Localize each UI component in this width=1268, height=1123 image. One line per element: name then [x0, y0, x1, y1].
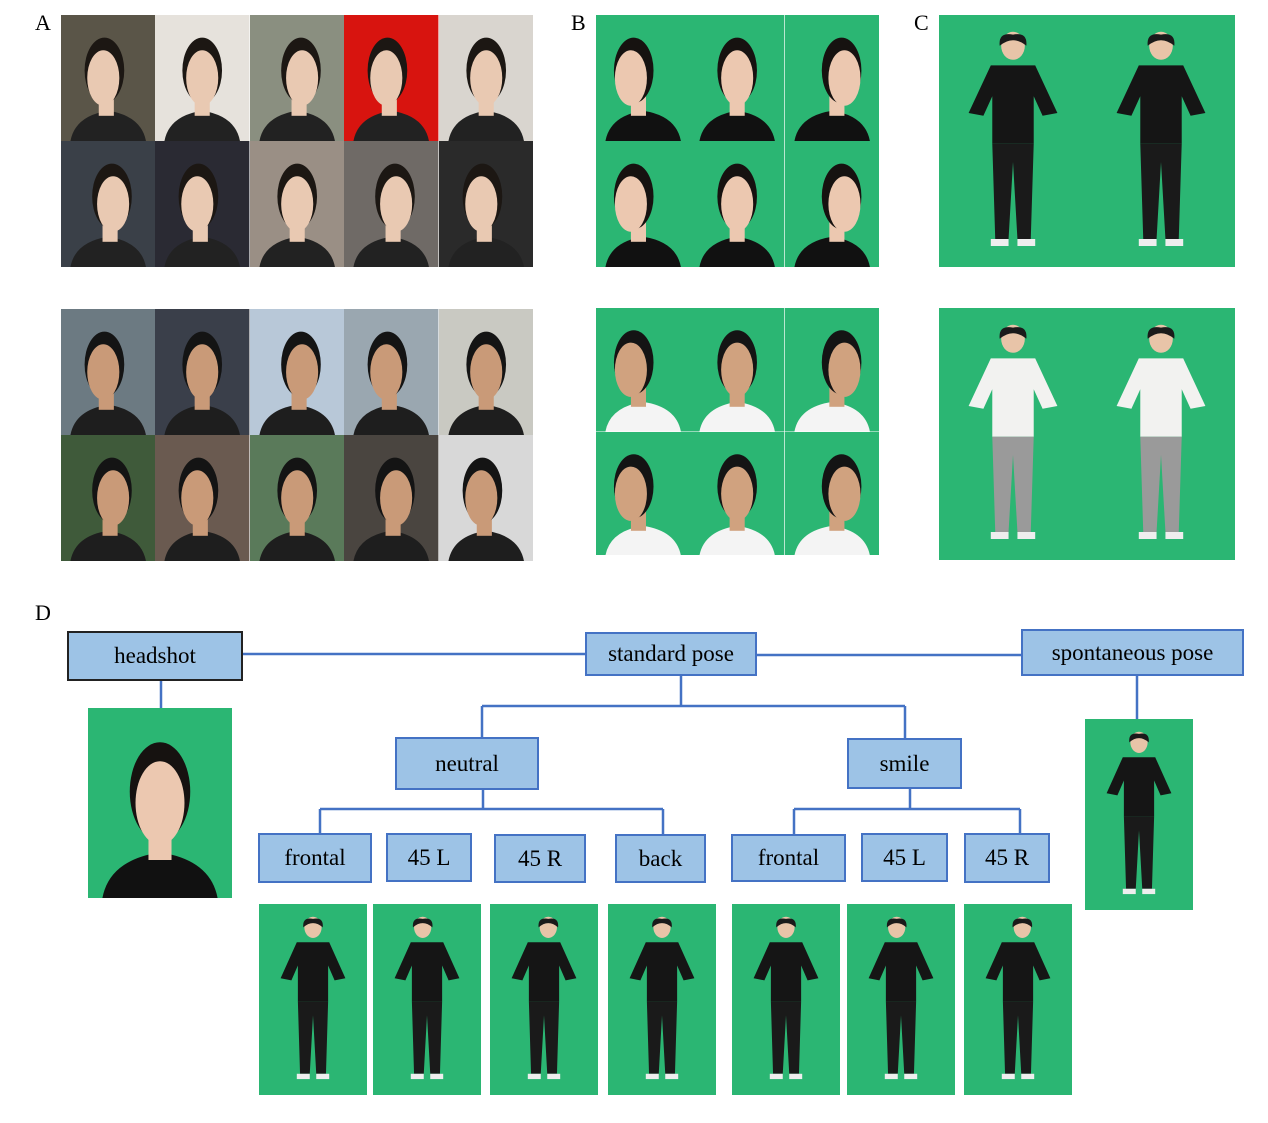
photo-tile — [344, 435, 439, 561]
photo-tile — [61, 309, 156, 435]
female-selfie-grid — [61, 15, 533, 267]
photo-tile — [784, 141, 879, 267]
photo-tile — [61, 15, 156, 141]
standard-pose-node: standard pose — [585, 632, 757, 676]
photo-tile — [596, 15, 691, 141]
panel-label-a: A — [35, 10, 51, 35]
photo-tile — [690, 431, 785, 555]
panel-label-b: B — [571, 10, 586, 35]
photo-tile — [344, 309, 439, 435]
neutral-back-node: back — [615, 834, 706, 883]
headshot-node: headshot — [67, 631, 243, 681]
pose-view-photo — [373, 904, 481, 1095]
smile-45l-node: 45 L — [861, 833, 948, 882]
smile-45r-node: 45 R — [964, 833, 1050, 883]
neutral-node: neutral — [395, 737, 539, 790]
photo-tile — [61, 435, 156, 561]
spontaneous-pose-node: spontaneous pose — [1021, 629, 1244, 676]
pose-view-photo — [259, 904, 367, 1095]
photo-tile — [784, 431, 879, 555]
pose-view-photo — [964, 904, 1072, 1095]
photo-tile — [344, 15, 439, 141]
pose-view-photo — [490, 904, 598, 1095]
photo-tile — [784, 308, 879, 432]
male-selfie-grid — [61, 309, 533, 561]
photo-tile — [155, 309, 250, 435]
photo-tile — [438, 15, 533, 141]
photo-tile — [155, 15, 250, 141]
panel-label-d: D — [35, 600, 51, 625]
smile-frontal-node: frontal — [731, 834, 846, 882]
headshot-photo — [88, 708, 232, 898]
male-body-grid — [939, 308, 1235, 560]
female-body-grid — [939, 15, 1235, 267]
smile-node: smile — [847, 738, 962, 789]
photo-tile — [155, 435, 250, 561]
photo-tile — [61, 141, 156, 267]
photo-tile — [438, 141, 533, 267]
photo-tile — [690, 15, 785, 141]
photo-tile — [249, 15, 345, 141]
pose-view-photo — [847, 904, 955, 1095]
photo-tile — [155, 141, 250, 267]
pose-view-photo — [608, 904, 716, 1095]
photo-tile — [1087, 308, 1235, 560]
neutral-45r-node: 45 R — [494, 834, 586, 883]
photo-tile — [784, 15, 879, 141]
photo-tile — [690, 141, 785, 267]
photo-tile — [249, 435, 345, 561]
photo-tile — [1087, 15, 1235, 267]
photo-tile — [596, 308, 691, 432]
photo-tile — [249, 309, 345, 435]
neutral-45l-node: 45 L — [386, 833, 472, 882]
photo-tile — [438, 435, 533, 561]
photo-tile — [344, 141, 439, 267]
photo-tile — [596, 431, 691, 555]
photo-tile — [596, 141, 691, 267]
photo-tile — [438, 309, 533, 435]
male-headshot-grid — [596, 308, 879, 555]
female-headshot-grid — [596, 15, 879, 267]
spontaneous-pose-photo — [1085, 719, 1193, 910]
pose-view-photo — [732, 904, 840, 1095]
panel-label-c: C — [914, 10, 929, 35]
photo-tile — [939, 308, 1087, 560]
photo-tile — [690, 308, 785, 432]
photo-tile — [249, 141, 345, 267]
photo-tile — [939, 15, 1087, 267]
neutral-frontal-node: frontal — [258, 833, 372, 883]
